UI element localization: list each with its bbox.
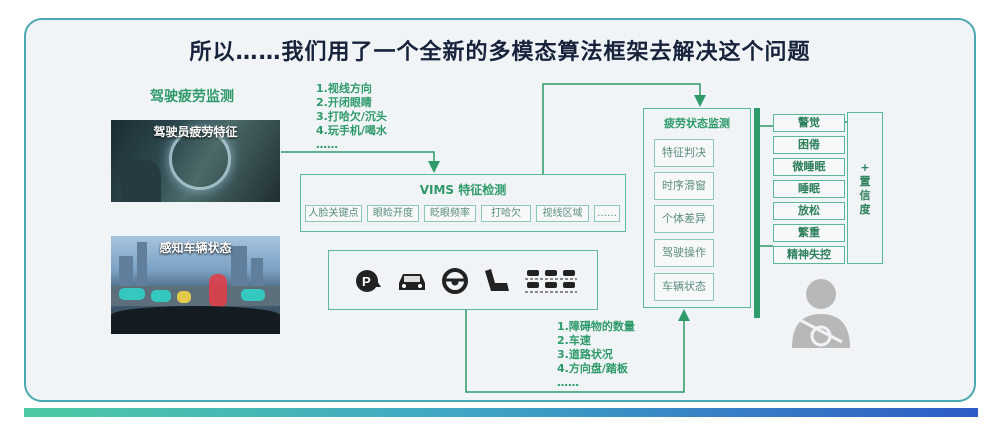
vims-chip: 眨眼频率 [424, 205, 476, 222]
vehicle-sensor-box: P [328, 250, 598, 310]
output-state: 睡眠 [773, 180, 845, 198]
slide-title: 所以……我们用了一个全新的多模态算法框架去解决这个问题 [189, 40, 811, 65]
vims-chip: 眼睑开度 [367, 205, 419, 222]
fatigue-state-item: 车辆状态 [654, 273, 714, 301]
svg-text:P: P [362, 274, 371, 289]
vims-feature-box: VIMS 特征检测 人脸关键点 眼睑开度 眨眼频率 打哈欠 视线区域 …… [300, 174, 626, 232]
building [231, 246, 247, 286]
vims-chip: …… [594, 205, 620, 222]
building [251, 258, 263, 286]
detected-car [241, 289, 265, 301]
car-icon [399, 274, 425, 290]
driver-silhouette [121, 160, 161, 202]
fatigue-state-title: 疲劳状态监测 [664, 117, 730, 130]
list-item: 2.车速 [557, 334, 591, 347]
confidence-plus: + [860, 161, 870, 174]
confidence-char: 置 [859, 175, 871, 188]
list-item: 3.道路状况 [557, 348, 613, 361]
list-item: 1.障碍物的数量 [557, 320, 635, 333]
driver-person-icon [792, 279, 850, 348]
confidence-char: 信 [859, 189, 871, 202]
vims-title: VIMS 特征检测 [419, 183, 507, 197]
fatigue-state-item: 个体差异 [654, 205, 714, 233]
list-item: 4.玩手机/喝水 [316, 124, 387, 137]
building [137, 242, 147, 286]
detected-pedestrian [209, 274, 227, 308]
detected-car [119, 288, 145, 300]
list-item: 3.打哈欠/沉头 [316, 110, 387, 123]
fatigue-state-item: 时序滑窗 [654, 172, 714, 200]
detected-car [177, 291, 191, 303]
vims-chip: 打哈欠 [481, 205, 531, 222]
steering-wheel-icon [442, 268, 468, 294]
detected-car [151, 290, 171, 302]
bottom-gradient-bar [24, 408, 978, 417]
fatigue-state-box: 疲劳状态监测 特征判决 时序滑窗 个体差异 驾驶操作 车辆状态 [643, 108, 751, 308]
output-state: 繁重 [773, 224, 845, 242]
output-state: 警觉 [773, 114, 845, 132]
output-state: 放松 [773, 202, 845, 220]
fatigue-state-item: 特征判决 [654, 139, 714, 167]
confidence-box: + 置 信 度 [847, 112, 883, 264]
output-state: 精神失控 [773, 246, 845, 264]
face-scan-glow [169, 128, 231, 190]
driver-photo: 驾驶员疲劳特征 [111, 120, 280, 202]
list-item: …… [557, 376, 579, 389]
vehicle-feature-list: 1.障碍物的数量 2.车速 3.道路状况 4.方向盘/踏板 …… [557, 320, 635, 390]
fatigue-state-item: 驾驶操作 [654, 239, 714, 267]
fatigue-monitoring-label: 驾驶疲劳监测 [150, 89, 234, 105]
list-item: …… [316, 138, 338, 151]
list-item: 4.方向盘/踏板 [557, 362, 628, 375]
dashboard [111, 306, 280, 334]
road-photo-caption: 感知车辆状态 [159, 241, 232, 255]
road-photo: 感知车辆状态 [111, 236, 280, 334]
output-state: 微睡眠 [773, 158, 845, 176]
driver-photo-caption: 驾驶员疲劳特征 [153, 125, 238, 139]
seat-icon [485, 269, 509, 291]
confidence-char: 度 [859, 203, 871, 216]
traffic-icon [525, 270, 577, 293]
list-item: 1.视线方向 [316, 82, 372, 95]
vims-chip: 视线区域 [536, 205, 589, 222]
vims-chip: 人脸关键点 [305, 205, 362, 222]
building [119, 256, 133, 286]
parking-icon: P [356, 270, 381, 292]
driver-feature-list: 1.视线方向 2.开闭眼睛 3.打哈欠/沉头 4.玩手机/喝水 …… [316, 82, 387, 152]
list-item: 2.开闭眼睛 [316, 96, 372, 109]
output-state: 困倦 [773, 136, 845, 154]
